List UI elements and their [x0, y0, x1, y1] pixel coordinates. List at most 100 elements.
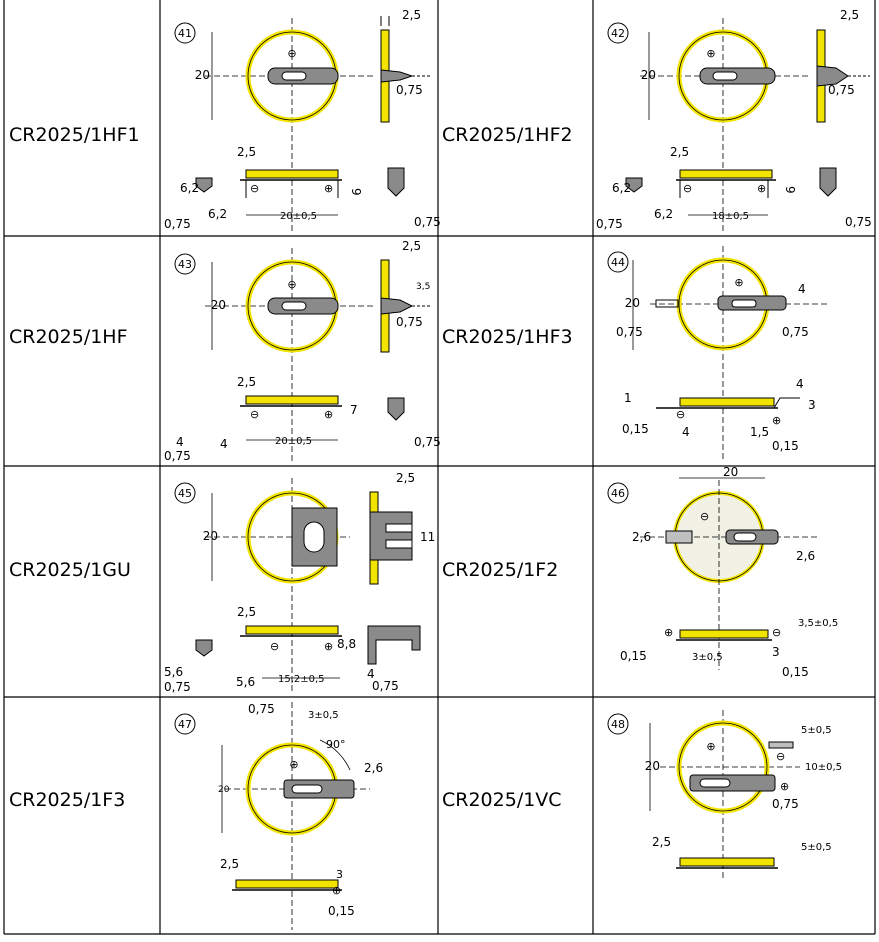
svg-text:⊖: ⊖ — [700, 510, 709, 523]
svg-text:20±0,5: 20±0,5 — [280, 211, 317, 222]
svg-text:20: 20 — [723, 465, 738, 479]
svg-text:0,75: 0,75 — [828, 83, 855, 97]
svg-text:90°: 90° — [326, 738, 346, 751]
drawing-42: 42 ⊕ 20 2,5 0,75 ⊖ ⊕ 2,5 6,2 9 0,75 6,2 … — [596, 8, 872, 232]
drawing-45: 45 20 2,5 11 ⊖ ⊕ 2,5 8,8 5,6 0,75 5,6 15… — [164, 471, 435, 694]
svg-text:2,5: 2,5 — [670, 145, 689, 159]
svg-text:0,75: 0,75 — [372, 679, 399, 693]
svg-text:5,6: 5,6 — [164, 665, 183, 679]
svg-text:20: 20 — [218, 785, 230, 795]
svg-text:⊕: ⊕ — [289, 758, 298, 771]
drawing-43: 43 ⊕ 20 2,5 3,5 0,75 ⊖ ⊕ 2,5 7 4 4 0,75 … — [164, 239, 441, 463]
svg-text:2,5: 2,5 — [402, 239, 421, 253]
svg-text:2,5: 2,5 — [237, 145, 256, 159]
svg-text:6,2: 6,2 — [612, 181, 631, 195]
svg-text:9: 9 — [349, 188, 363, 196]
svg-text:3,5: 3,5 — [416, 282, 430, 292]
svg-text:0,15: 0,15 — [772, 439, 799, 453]
svg-text:42: 42 — [611, 27, 625, 40]
svg-text:48: 48 — [611, 718, 625, 731]
svg-text:3: 3 — [772, 645, 780, 659]
svg-text:47: 47 — [178, 718, 192, 731]
model-label: CR2025/1F3 — [9, 789, 125, 811]
drawing-47: 47 ⊕ 20 0,75 3±0,5 90° 2,6 2,5 3 ⊕ 0,15 — [174, 702, 383, 930]
svg-text:0,75: 0,75 — [164, 680, 191, 694]
svg-text:⊕: ⊕ — [780, 780, 789, 793]
svg-text:2,5: 2,5 — [237, 605, 256, 619]
svg-text:⊕: ⊕ — [706, 740, 715, 753]
svg-text:5±0,5: 5±0,5 — [801, 842, 832, 853]
svg-text:0,75: 0,75 — [396, 83, 423, 97]
svg-text:⊕: ⊕ — [734, 276, 743, 289]
svg-text:45: 45 — [178, 487, 192, 500]
svg-text:43: 43 — [178, 258, 192, 271]
svg-text:20: 20 — [641, 68, 656, 82]
model-label: CR2025/1GU — [9, 559, 131, 581]
svg-text:11: 11 — [420, 530, 435, 544]
svg-text:⊕: ⊕ — [772, 414, 781, 427]
svg-text:⊖: ⊖ — [772, 626, 781, 639]
svg-text:⊕: ⊕ — [324, 408, 333, 421]
svg-text:⊖: ⊖ — [676, 408, 685, 421]
svg-text:4: 4 — [682, 425, 690, 439]
svg-text:3±0,5: 3±0,5 — [308, 710, 339, 721]
svg-text:5±0,5: 5±0,5 — [801, 725, 832, 736]
svg-text:0,75: 0,75 — [248, 702, 275, 716]
svg-text:⊕: ⊕ — [324, 640, 333, 653]
model-label: CR2025/1VC — [442, 789, 562, 811]
svg-text:0,75: 0,75 — [164, 217, 191, 231]
svg-text:20: 20 — [195, 68, 210, 82]
svg-text:⊕: ⊕ — [332, 884, 341, 897]
svg-text:18±0,5: 18±0,5 — [712, 211, 749, 222]
svg-text:20±0,5: 20±0,5 — [275, 436, 312, 447]
svg-text:2,5: 2,5 — [840, 8, 859, 22]
svg-text:20: 20 — [625, 296, 640, 310]
svg-text:4: 4 — [367, 667, 375, 681]
svg-text:4: 4 — [796, 377, 804, 391]
drawing-48: 48 ⊕ ⊖ ⊕ 20 5±0,5 10±0,5 0,75 2,5 5±0,5 — [607, 710, 842, 880]
svg-text:2,5: 2,5 — [396, 471, 415, 485]
model-label: CR2025/1HF2 — [442, 124, 573, 146]
svg-text:15,2±0,5: 15,2±0,5 — [278, 674, 325, 685]
svg-text:⊕: ⊕ — [324, 182, 333, 195]
svg-text:10±0,5: 10±0,5 — [805, 762, 842, 773]
svg-text:6,2: 6,2 — [180, 181, 199, 195]
svg-text:0,75: 0,75 — [782, 325, 809, 339]
model-labels: CR2025/1HF1 CR2025/1HF2 CR2025/1HF CR202… — [9, 124, 573, 811]
svg-text:6,2: 6,2 — [654, 207, 673, 221]
grid-lines — [3, 0, 876, 935]
svg-text:2,5: 2,5 — [402, 8, 421, 22]
svg-text:3,5±0,5: 3,5±0,5 — [798, 618, 838, 629]
svg-text:⊕: ⊕ — [706, 47, 715, 60]
svg-text:⊖: ⊖ — [250, 182, 259, 195]
svg-text:0,75: 0,75 — [164, 449, 191, 463]
svg-text:0,15: 0,15 — [620, 649, 647, 663]
svg-text:2,5: 2,5 — [237, 375, 256, 389]
drawing-41: 41 ⊕ 20 2,5 0,75 ⊖ ⊕ 2,5 6,2 9 6,2 0 — [164, 8, 441, 232]
svg-text:3±0,5: 3±0,5 — [692, 652, 723, 663]
model-label: CR2025/1HF3 — [442, 326, 573, 348]
svg-text:⊖: ⊖ — [270, 640, 279, 653]
svg-text:0,75: 0,75 — [772, 797, 799, 811]
svg-text:1,5: 1,5 — [750, 425, 769, 439]
svg-text:2,6: 2,6 — [632, 530, 651, 544]
svg-text:⊖: ⊖ — [683, 182, 692, 195]
svg-text:6,2: 6,2 — [208, 207, 227, 221]
svg-text:9: 9 — [783, 186, 797, 194]
svg-text:5,6: 5,6 — [236, 675, 255, 689]
svg-text:20: 20 — [211, 298, 226, 312]
svg-text:⊕: ⊕ — [287, 278, 296, 291]
svg-text:2,5: 2,5 — [652, 835, 671, 849]
drawing-46: 46 ⊖ 20 2,6 2,6 ⊕ ⊖ 3,5±0,5 0,15 3±0,5 3… — [607, 465, 838, 679]
svg-text:⊕: ⊕ — [757, 182, 766, 195]
svg-text:⊕: ⊕ — [287, 47, 296, 60]
svg-text:0,75: 0,75 — [414, 215, 441, 229]
number-badge-text: 41 — [178, 27, 192, 40]
svg-text:⊖: ⊖ — [250, 408, 259, 421]
svg-text:0,15: 0,15 — [622, 422, 649, 436]
svg-text:0,75: 0,75 — [414, 435, 441, 449]
svg-text:20: 20 — [203, 529, 218, 543]
svg-text:0,15: 0,15 — [782, 665, 809, 679]
